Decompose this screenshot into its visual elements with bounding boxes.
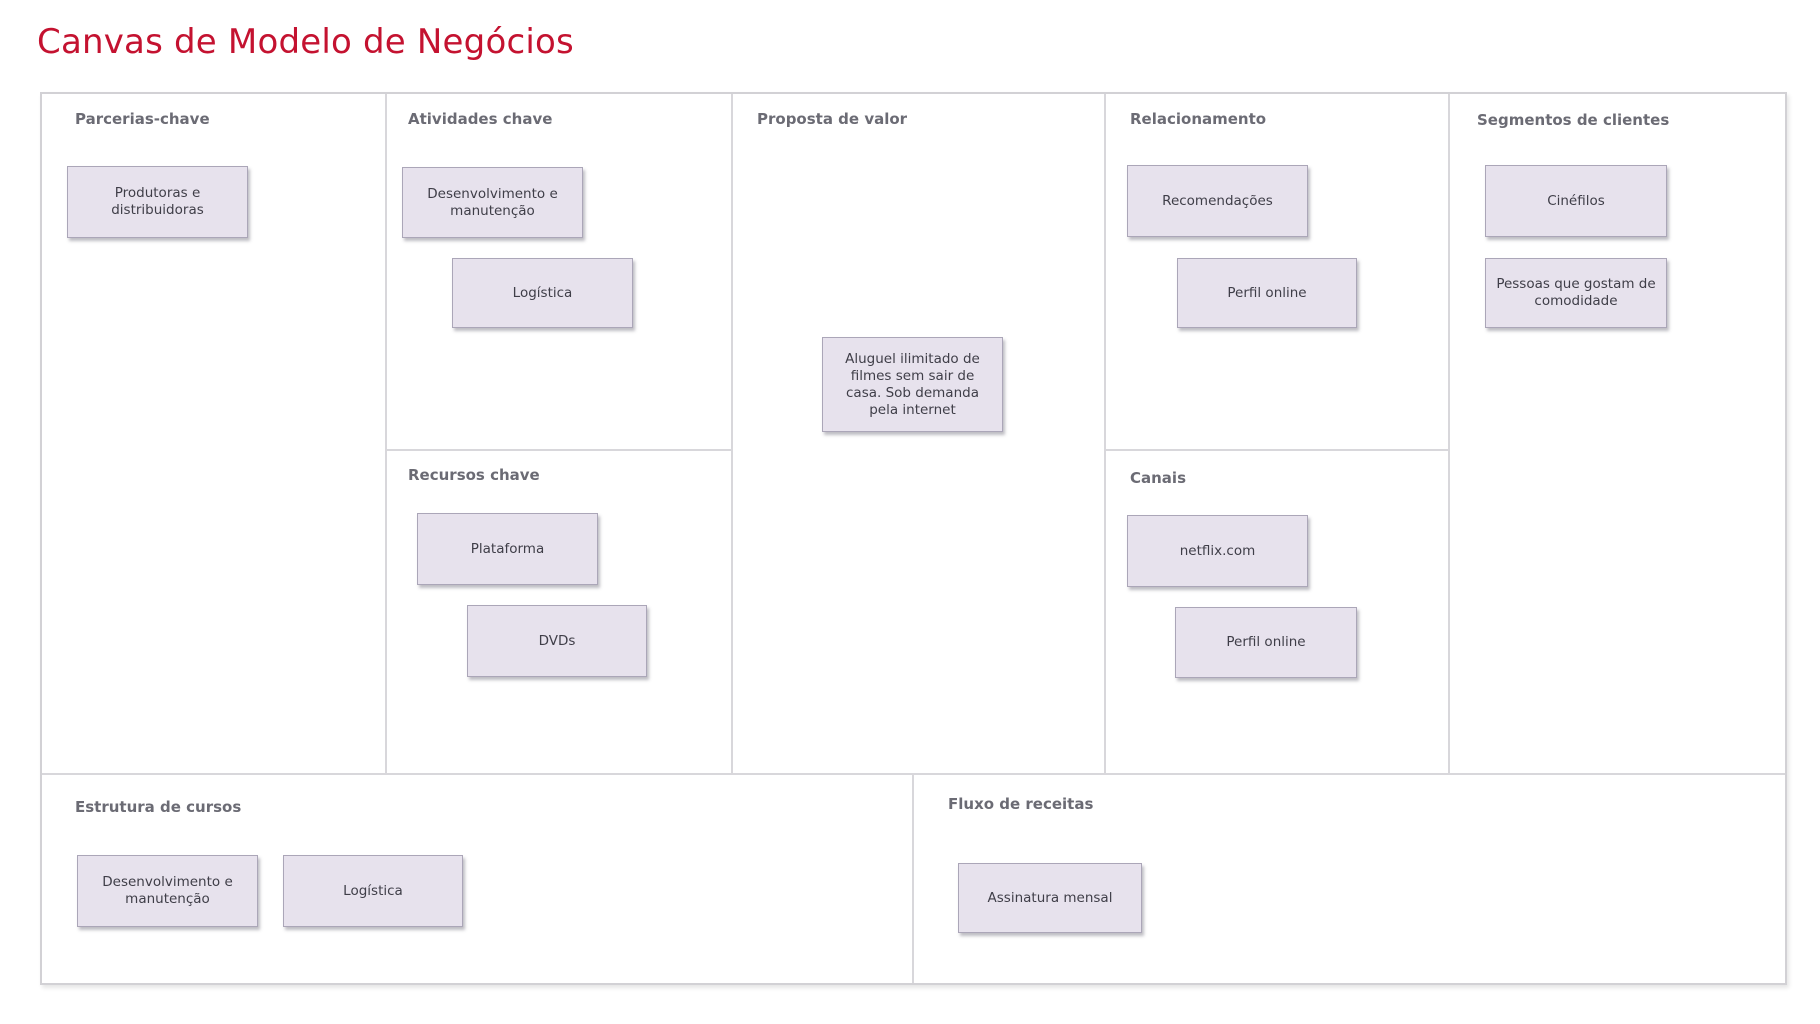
card-proposta-aluguel-ilimitado[interactable]: Aluguel ilimitado de filmes sem sair de … <box>822 337 1003 432</box>
card-dvds[interactable]: DVDs <box>467 605 647 677</box>
grid-line-bottom-row <box>42 773 1785 775</box>
grid-line-col3 <box>1104 94 1106 773</box>
page-title: Canvas de Modelo de Negócios <box>37 22 574 62</box>
section-header-recursos-chave: Recursos chave <box>408 466 540 484</box>
section-header-estrutura-de-cursos: Estrutura de cursos <box>75 798 242 816</box>
card-pessoas-que-gostam-de-comodidade[interactable]: Pessoas que gostam de comodidade <box>1485 258 1667 328</box>
section-header-canais: Canais <box>1130 469 1187 487</box>
card-plataforma[interactable]: Plataforma <box>417 513 598 585</box>
card-perfil-online-canais[interactable]: Perfil online <box>1175 607 1357 678</box>
section-header-relacionamento: Relacionamento <box>1130 110 1267 128</box>
card-netflix-com[interactable]: netflix.com <box>1127 515 1308 587</box>
grid-line-activities-resources <box>385 449 733 451</box>
grid-line-costs-revenue <box>912 775 914 983</box>
grid-line-col2 <box>731 94 733 773</box>
section-header-segmentos-de-clientes: Segmentos de clientes <box>1477 111 1670 129</box>
card-desenvolvimento-e-manutencao-atividades[interactable]: Desenvolvimento e manutenção <box>402 167 583 238</box>
card-produtoras-e-distribuidoras[interactable]: Produtoras e distribuidoras <box>67 166 248 238</box>
card-perfil-online-relacionamento[interactable]: Perfil online <box>1177 258 1357 328</box>
grid-line-col1 <box>385 94 387 773</box>
card-logistica-custos[interactable]: Logística <box>283 855 463 927</box>
card-recomendacoes[interactable]: Recomendações <box>1127 165 1308 237</box>
grid-line-col4 <box>1448 94 1450 773</box>
section-header-parcerias-chave: Parcerias-chave <box>75 110 210 128</box>
section-header-atividades-chave: Atividades chave <box>408 110 553 128</box>
section-header-fluxo-de-receitas: Fluxo de receitas <box>948 795 1094 813</box>
grid-line-relationship-channels <box>1104 449 1450 451</box>
card-desenvolvimento-e-manutencao-custos[interactable]: Desenvolvimento e manutenção <box>77 855 258 927</box>
card-logistica-atividades[interactable]: Logística <box>452 258 633 328</box>
section-header-proposta-de-valor: Proposta de valor <box>757 110 908 128</box>
card-cinefilos[interactable]: Cinéfilos <box>1485 165 1667 237</box>
card-assinatura-mensal[interactable]: Assinatura mensal <box>958 863 1142 933</box>
business-model-canvas: Parcerias-chave Atividades chave Recurso… <box>40 92 1787 985</box>
